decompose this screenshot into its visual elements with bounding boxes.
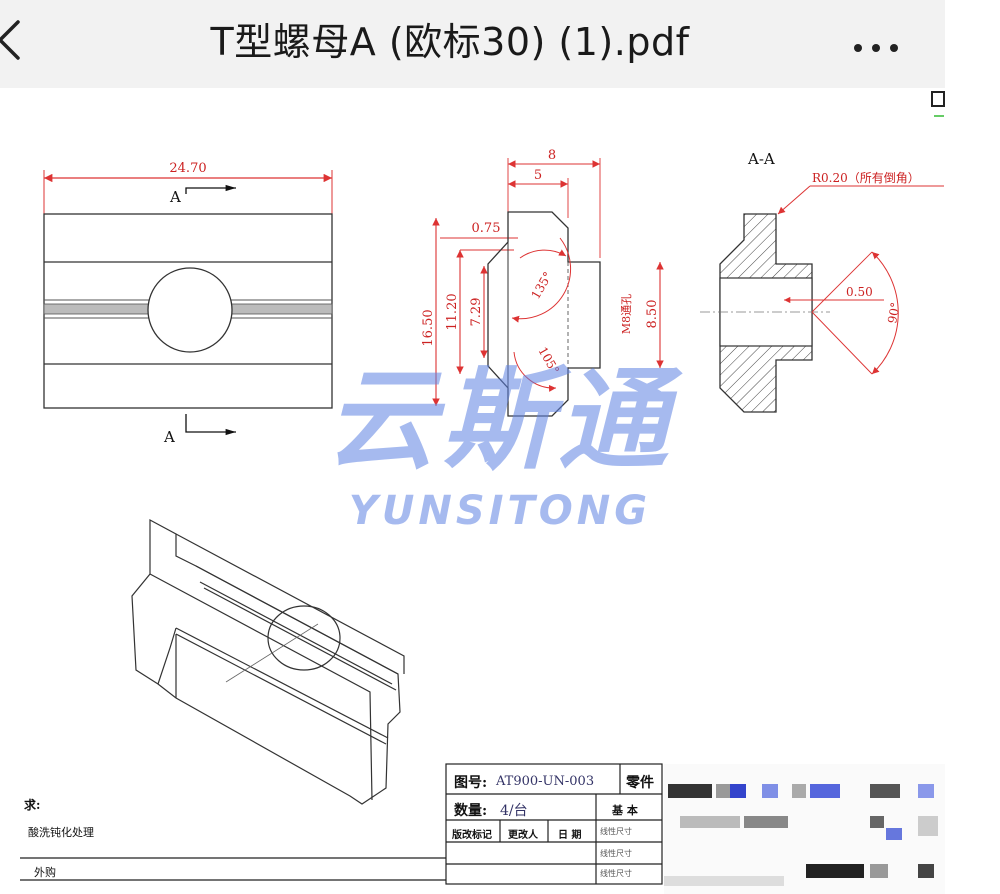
svg-text:90°: 90° [885, 301, 902, 324]
chevron-left-icon [0, 20, 20, 60]
document-title: T型螺母A (欧标30) (1).pdf [210, 20, 690, 64]
top-view: 24.70 A A [43, 161, 333, 446]
linear-dimension-note: 线性尺寸 [600, 849, 632, 858]
page-corner-mark [931, 91, 945, 117]
more-icon [854, 44, 862, 52]
section-view-label: A-A [747, 150, 775, 168]
quantity-value: 4/台 [500, 803, 528, 819]
svg-text:8.50: 8.50 [645, 300, 660, 329]
purchase-label: 外购 [34, 866, 56, 879]
date-header: 日 期 [558, 830, 582, 841]
revision-mark-header: 版改标记 [452, 830, 492, 841]
radius-note: R0.20（所有倒角） [812, 171, 920, 185]
part-label: 零件 [626, 775, 654, 791]
drawing-number-label: 图号: [454, 775, 488, 791]
svg-text:11.20: 11.20 [445, 293, 460, 330]
requirements-label: 求: [24, 798, 41, 812]
requirements-text: 酸洗钝化处理 [28, 826, 94, 839]
isometric-view [131, 518, 405, 805]
title-bar: T型螺母A (欧标30) (1).pdf [0, 0, 945, 88]
page-edge [945, 0, 1000, 894]
svg-text:8: 8 [548, 148, 556, 163]
svg-text:7.29: 7.29 [469, 298, 484, 327]
section-view: A-A R0.20（所有倒角） 0.50 90° [700, 150, 944, 413]
svg-text:0.50: 0.50 [846, 285, 873, 299]
svg-text:M8通孔: M8通孔 [620, 294, 633, 334]
linear-dimension-note: 线性尺寸 [600, 869, 632, 878]
redacted-area [664, 764, 945, 894]
linear-dimension-note: 线性尺寸 [600, 827, 632, 836]
svg-text:105°: 105° [535, 345, 562, 377]
drawing-number-value: AT900-UN-003 [496, 774, 595, 789]
section-label-bottom: A [163, 428, 175, 446]
section-label-top: A [169, 188, 181, 206]
title-block [20, 763, 663, 885]
width-dimension: 24.70 [169, 161, 206, 176]
svg-text:0.75: 0.75 [472, 221, 501, 236]
basic-label: 基 本 [612, 804, 638, 817]
changed-by-header: 更改人 [508, 830, 538, 841]
technical-drawing: 24.70 A A 8 5 0.75 16.50 [20, 148, 944, 885]
svg-text:16.50: 16.50 [421, 309, 436, 346]
quantity-label: 数量: [454, 803, 488, 819]
pdf-page[interactable]: 24.70 A A 8 5 0.75 16.50 [0, 88, 945, 894]
back-button[interactable] [0, 14, 34, 70]
more-menu-button[interactable] [848, 24, 908, 64]
svg-text:135°: 135° [528, 269, 555, 301]
svg-text:5: 5 [534, 168, 542, 183]
side-view: 8 5 0.75 16.50 11.20 7.29 8.50 M8通孔 135° [421, 148, 664, 417]
